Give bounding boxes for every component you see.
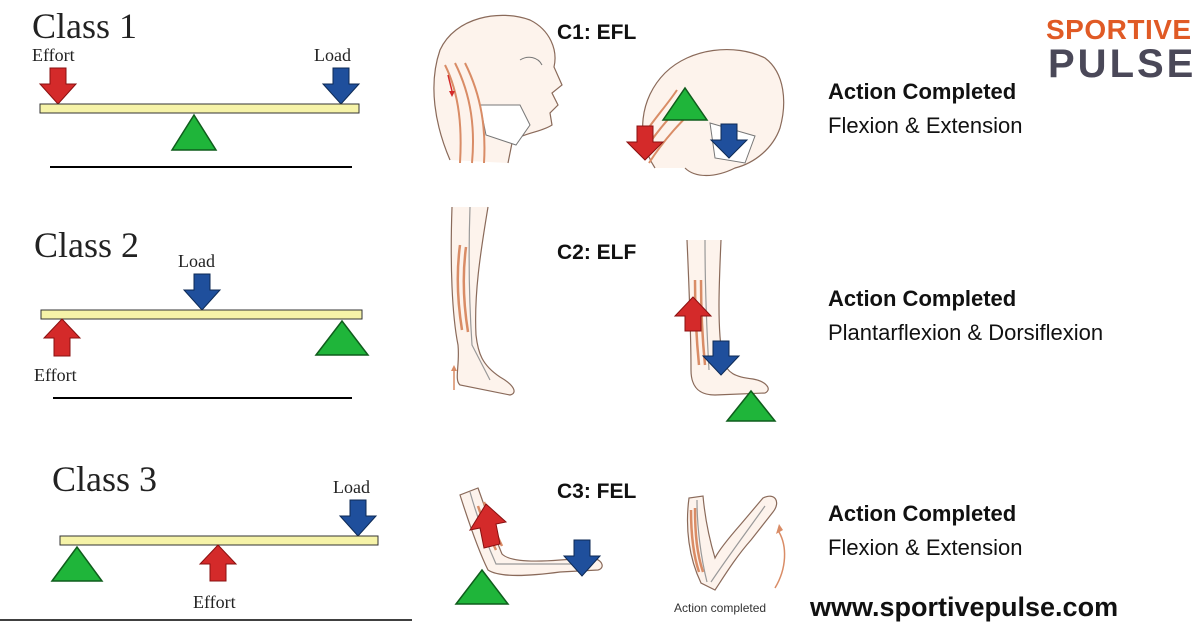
- class-1-lever-diagram: [38, 67, 361, 168]
- class-1-effort-label: Effort: [32, 45, 75, 65]
- effort-arrow-icon: [673, 296, 713, 332]
- arm-flexed-anatomy: [686, 495, 786, 591]
- class-2-action-title: Action Completed: [828, 286, 1017, 311]
- fulcrum-triangle-icon: [661, 86, 709, 121]
- leg-foot-icon: [450, 206, 515, 396]
- class-2-effort-label: Effort: [34, 365, 77, 385]
- website-url[interactable]: www.sportivepulse.com: [810, 592, 1119, 622]
- load-arrow-icon: [709, 123, 749, 159]
- class-3-action-desc: Flexion & Extension: [828, 535, 1023, 560]
- class-2-action-desc: Plantarflexion & Dorsiflexion: [828, 320, 1104, 345]
- class-2-code: C2: ELF: [557, 241, 637, 264]
- class-3-lever-diagram: [0, 499, 412, 621]
- effort-arrow-icon: [38, 67, 78, 105]
- load-arrow-icon: [338, 499, 378, 537]
- effort-arrow-icon: [468, 503, 508, 549]
- fulcrum-triangle-icon: [50, 545, 104, 582]
- load-arrow-icon: [182, 273, 222, 311]
- fulcrum-triangle-icon: [725, 389, 777, 422]
- effort-arrow-icon: [625, 125, 665, 161]
- load-arrow-icon: [321, 67, 361, 105]
- lever-bar: [59, 535, 379, 546]
- class-2-title: Class 2: [34, 225, 140, 265]
- class-1-title: Class 1: [32, 6, 138, 46]
- class-3-effort-label: Effort: [193, 592, 236, 612]
- anatomy-caption: Action completed: [674, 601, 767, 615]
- leg-flexed-anatomy: [673, 239, 777, 422]
- class-3-action-title: Action Completed: [828, 501, 1017, 526]
- class-1-action-title: Action Completed: [828, 79, 1017, 104]
- curved-motion-arrow-icon: [774, 524, 786, 589]
- class-1-action-desc: Flexion & Extension: [828, 113, 1023, 138]
- class-3-title: Class 3: [52, 459, 158, 499]
- arm-elbow-icon: [454, 487, 603, 605]
- class-3-load-label: Load: [333, 477, 370, 497]
- class-1-code: C1: EFL: [557, 21, 637, 44]
- head-neck-icon: [433, 14, 563, 164]
- load-arrow-icon: [701, 340, 741, 376]
- class-2-lever-diagram: [40, 273, 370, 399]
- fulcrum-triangle-icon: [454, 568, 510, 605]
- lever-bar: [39, 103, 360, 114]
- brand-line-2: PULSE: [1048, 42, 1197, 86]
- effort-arrow-icon: [42, 318, 82, 357]
- brand-logo: SPORTIVE PULSE: [1044, 14, 1193, 85]
- fulcrum-triangle-icon: [170, 113, 218, 151]
- lever-bar: [40, 309, 363, 320]
- class-3-code: C3: FEL: [557, 480, 637, 503]
- class-2-load-label: Load: [178, 251, 215, 271]
- brand-line-1: SPORTIVE: [1046, 14, 1192, 45]
- head-flexed-anatomy: [625, 48, 785, 177]
- fulcrum-triangle-icon: [314, 319, 370, 356]
- class-1-load-label: Load: [314, 45, 351, 65]
- load-arrow-icon: [562, 539, 602, 577]
- effort-arrow-icon: [198, 544, 238, 582]
